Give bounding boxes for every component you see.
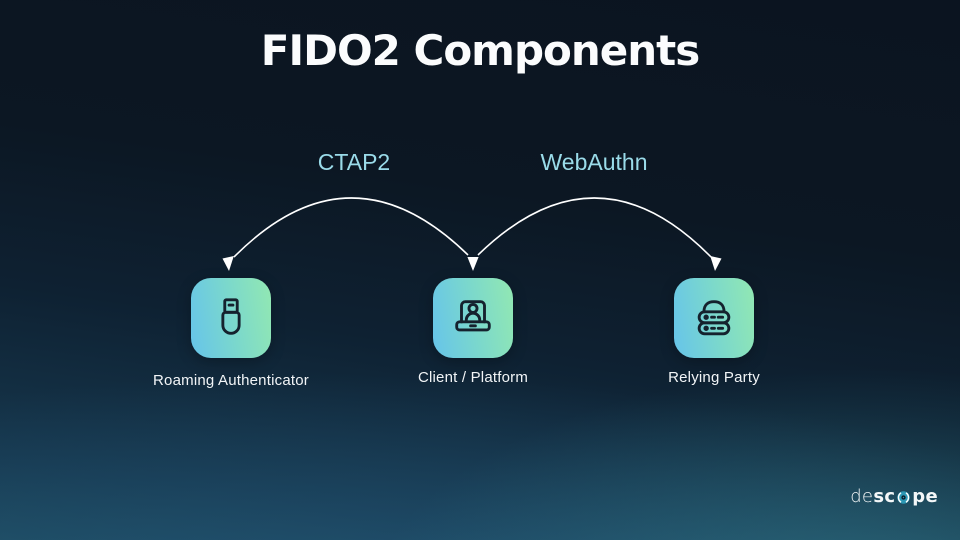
logo-text-pe: pe bbox=[912, 486, 938, 507]
component-label-roaming-authenticator: Roaming Authenticator bbox=[153, 372, 309, 389]
protocol-label-webauthn: WebAuthn bbox=[540, 149, 648, 175]
component-tile-roaming-authenticator bbox=[191, 278, 271, 358]
logo-text-sc: sc bbox=[873, 486, 896, 507]
component-label-client-platform: Client / Platform bbox=[417, 369, 529, 386]
arrowhead-left-icon bbox=[222, 256, 234, 271]
arrowhead-right-icon bbox=[710, 256, 722, 271]
webauthn-arc bbox=[477, 197, 712, 258]
page-title: FIDO2 Components bbox=[260, 26, 700, 75]
component-tile-relying-party bbox=[674, 278, 754, 358]
component-tile-client-platform bbox=[433, 278, 513, 358]
descope-o-icon bbox=[897, 490, 911, 504]
usb-drive-icon bbox=[221, 298, 241, 335]
server-stack-icon bbox=[697, 300, 731, 336]
arrowhead-center-icon bbox=[467, 257, 479, 271]
ctap2-arc bbox=[233, 197, 469, 258]
laptop-user-icon bbox=[455, 300, 491, 332]
component-label-relying-party: Relying Party bbox=[668, 369, 760, 386]
logo-text-de: de bbox=[850, 486, 874, 507]
protocol-label-ctap2: CTAP2 bbox=[317, 149, 391, 175]
